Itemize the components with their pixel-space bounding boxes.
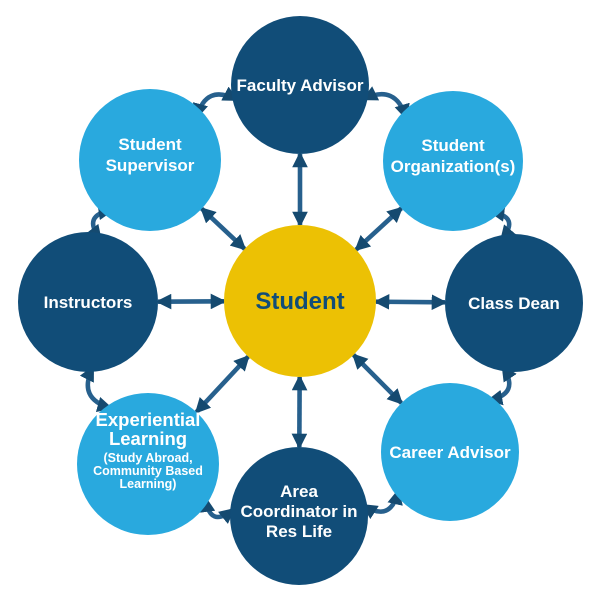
experiential-learning-label-line: (Study Abroad, bbox=[103, 451, 192, 465]
faculty-advisor-label-line: Faculty Advisor bbox=[237, 76, 364, 95]
career-advisor-circle bbox=[381, 383, 519, 521]
student-circle bbox=[224, 225, 376, 377]
student-supervisor-circle bbox=[79, 89, 221, 231]
instructors-label: Instructors bbox=[44, 293, 133, 312]
arrow-experiential-learning-instructors bbox=[79, 365, 114, 413]
area-coordinator-res-life-circle bbox=[230, 447, 368, 585]
node-student-center: Student bbox=[224, 225, 376, 377]
area-coordinator-res-life-label-line: Res Life bbox=[266, 522, 332, 541]
experiential-learning-label-line: Community Based bbox=[93, 464, 203, 478]
experiential-learning-label-line: Learning bbox=[109, 428, 187, 449]
student-label: Student bbox=[255, 288, 344, 315]
student-supervisor-label-line: Student bbox=[118, 135, 182, 154]
node-instructors: Instructors bbox=[18, 232, 158, 372]
node-career-advisor: Career Advisor bbox=[381, 383, 519, 521]
student-supervisor-label-line: Supervisor bbox=[106, 156, 195, 175]
arrow-career-advisor-area-coordinator-res-life bbox=[361, 488, 403, 520]
student-organizations-label-line: Organization(s) bbox=[391, 157, 516, 176]
area-coordinator-res-life-label-line: Coordinator in bbox=[240, 502, 357, 521]
arrow-class-dean-career-advisor bbox=[486, 365, 517, 406]
node-class-dean: Class Dean bbox=[445, 234, 583, 372]
instructors-circle bbox=[18, 232, 158, 372]
node-faculty-advisor: Faculty Advisor bbox=[231, 16, 369, 154]
experiential-learning-label-line: Learning) bbox=[120, 477, 177, 491]
class-dean-circle bbox=[445, 234, 583, 372]
arrow-student-experiential-learning bbox=[194, 354, 250, 414]
arrow-student-student-organizations bbox=[354, 206, 404, 252]
class-dean-label: Class Dean bbox=[468, 294, 560, 313]
arrow-faculty-advisor-student-organizations bbox=[361, 86, 410, 120]
arrow-student-student-supervisor bbox=[200, 206, 247, 251]
arrow-student-career-advisor bbox=[351, 353, 404, 405]
experiential-learning-circle bbox=[77, 393, 219, 535]
career-advisor-label-line: Career Advisor bbox=[389, 443, 511, 462]
arrow-student-class-dean bbox=[373, 294, 448, 311]
faculty-advisor-circle bbox=[231, 16, 369, 154]
area-coordinator-res-life-label-line: Area bbox=[280, 482, 318, 501]
student-organizations-circle bbox=[383, 91, 523, 231]
experiential-learning-label-line: Experiential bbox=[96, 409, 201, 430]
career-advisor-label: Career Advisor bbox=[389, 443, 511, 462]
student-label-line: Student bbox=[255, 288, 344, 315]
class-dean-label-line: Class Dean bbox=[468, 294, 560, 313]
arrow-area-coordinator-res-life-experiential-learning bbox=[199, 496, 236, 524]
faculty-advisor-label: Faculty Advisor bbox=[237, 76, 364, 95]
student-organizations-label-line: Student bbox=[421, 136, 485, 155]
instructors-label-line: Instructors bbox=[44, 293, 133, 312]
